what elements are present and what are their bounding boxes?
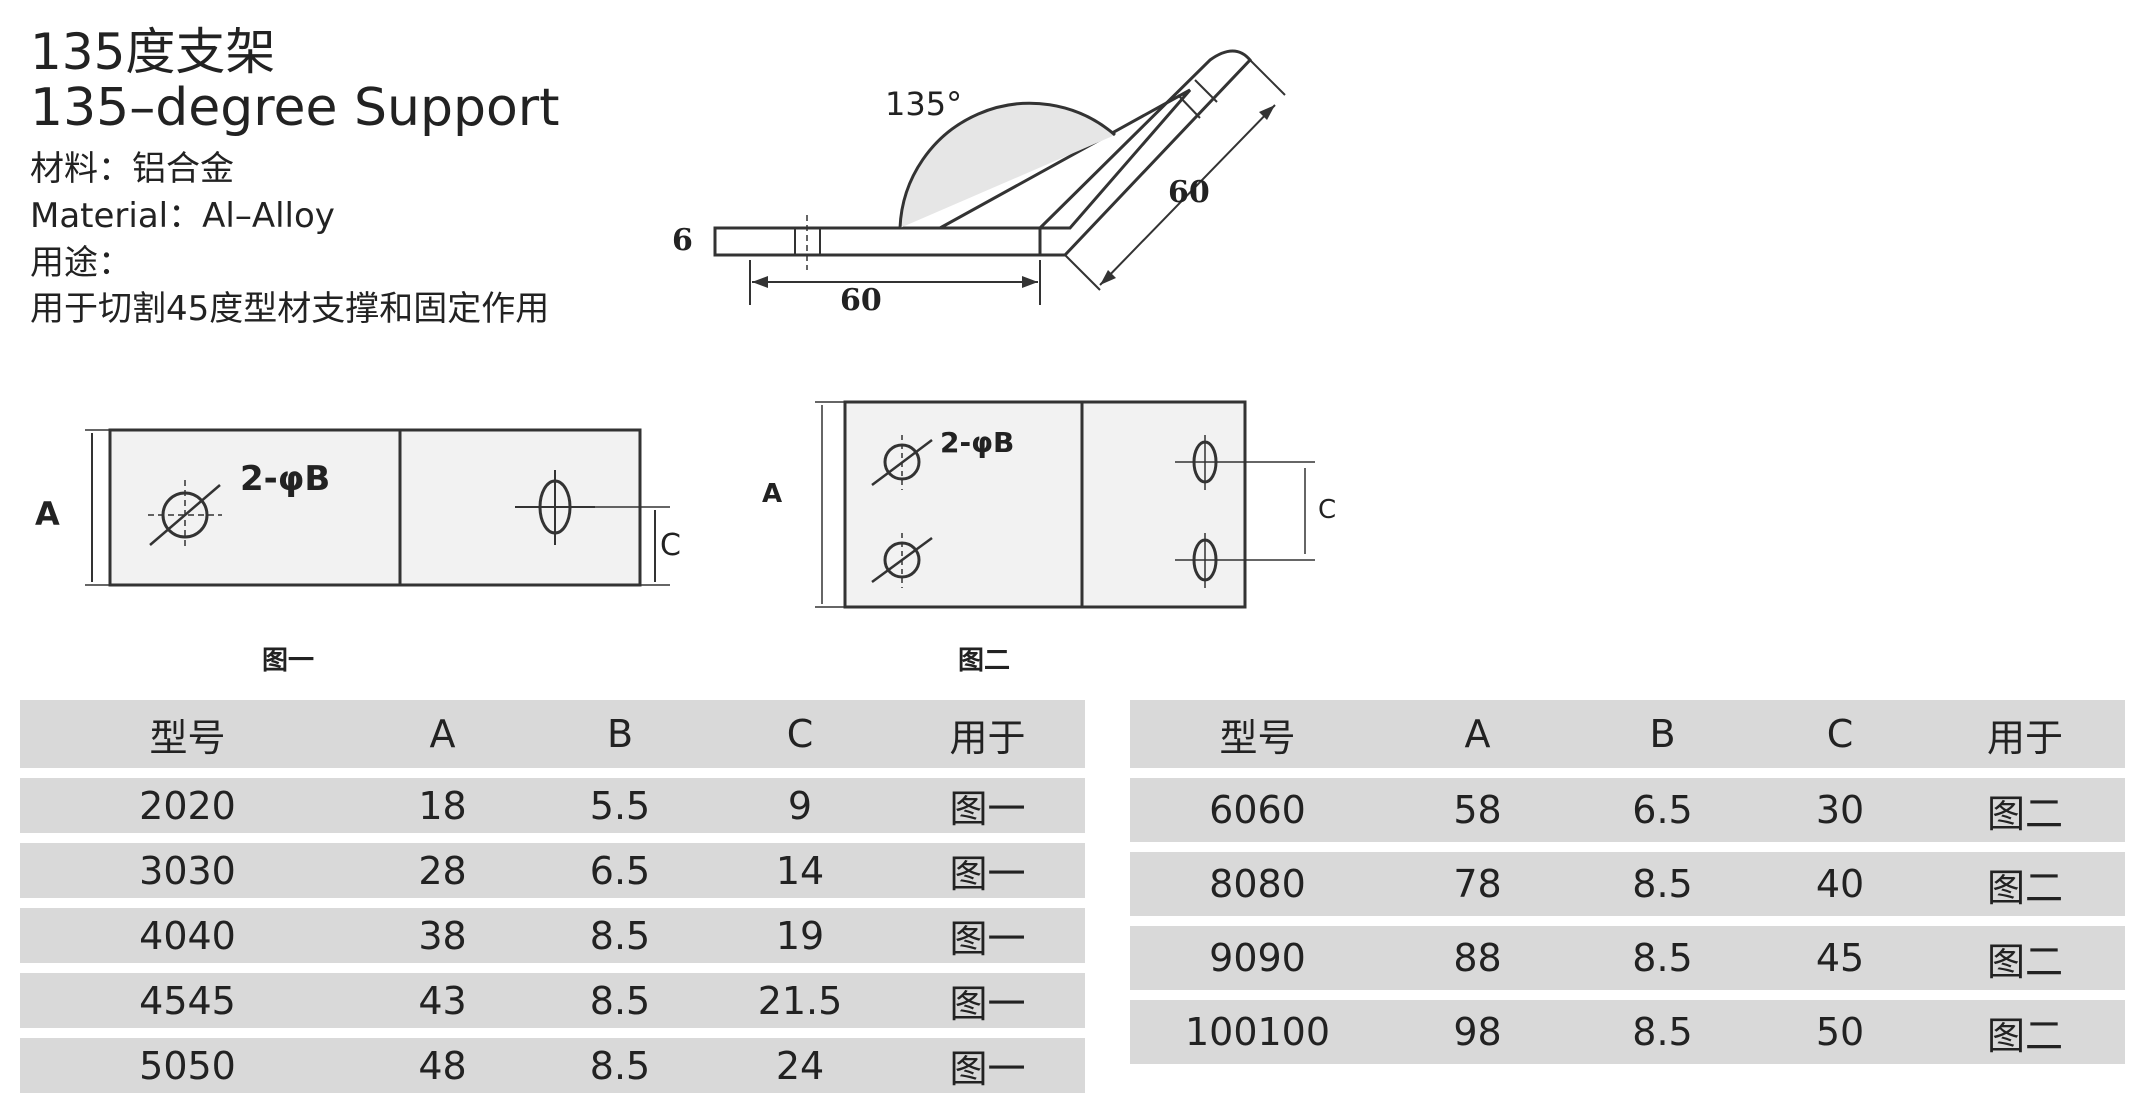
header-usage: 用于 — [1925, 700, 2125, 768]
length-bottom-label: 60 — [840, 283, 882, 318]
cell-b: 6.5 — [1570, 778, 1755, 842]
cell-b: 6.5 — [530, 843, 710, 898]
cell-model: 8080 — [1130, 852, 1385, 916]
cell-a: 98 — [1385, 1000, 1570, 1064]
cell-model: 4545 — [20, 973, 355, 1028]
cell-model: 9090 — [1130, 926, 1385, 990]
header-model: 型号 — [20, 700, 355, 768]
header-b: B — [1570, 700, 1755, 768]
cell-usage: 图一 — [890, 973, 1085, 1028]
cell-c: 21.5 — [710, 973, 890, 1028]
figure2-diagram: A 2-φB C — [760, 390, 1360, 620]
cell-c: 9 — [710, 778, 890, 833]
cell-a: 38 — [355, 908, 530, 963]
spec-table-left: 型号 A B C 用于 2020 18 5.5 9 图一 3030 28 6.5… — [20, 690, 1085, 1103]
cell-a: 58 — [1385, 778, 1570, 842]
table-row: 9090 88 8.5 45 图二 — [1130, 926, 2125, 990]
figure2-caption: 图二 — [958, 646, 1011, 676]
fig2-label-a: A — [762, 479, 782, 509]
title-cn: 135度支架 — [30, 23, 276, 81]
table-row: 100100 98 8.5 50 图二 — [1130, 1000, 2125, 1064]
table-header-row: 型号 A B C 用于 — [20, 700, 1085, 768]
cell-usage: 图二 — [1925, 778, 2125, 842]
side-view-diagram: 135° 6 60 60 — [660, 30, 1320, 320]
cell-b: 8.5 — [1570, 1000, 1755, 1064]
cell-c: 50 — [1755, 1000, 1925, 1064]
fig1-label-hole: 2-φB — [240, 459, 330, 499]
cell-a: 18 — [355, 778, 530, 833]
table-row: 6060 58 6.5 30 图二 — [1130, 778, 2125, 842]
material-cn: 材料：铝合金 — [30, 149, 234, 189]
fig2-label-c: C — [1318, 495, 1336, 525]
header-c: C — [1755, 700, 1925, 768]
cell-usage: 图二 — [1925, 926, 2125, 990]
length-slant-label: 60 — [1168, 175, 1210, 210]
usage-label: 用途： — [30, 243, 132, 283]
cell-b: 8.5 — [530, 1038, 710, 1093]
cell-a: 88 — [1385, 926, 1570, 990]
header-c: C — [710, 700, 890, 768]
header-model: 型号 — [1130, 700, 1385, 768]
cell-model: 2020 — [20, 778, 355, 833]
cell-c: 45 — [1755, 926, 1925, 990]
table-row: 8080 78 8.5 40 图二 — [1130, 852, 2125, 916]
cell-model: 4040 — [20, 908, 355, 963]
header-a: A — [355, 700, 530, 768]
cell-model: 6060 — [1130, 778, 1385, 842]
table-header-row: 型号 A B C 用于 — [1130, 700, 2125, 768]
cell-usage: 图一 — [890, 843, 1085, 898]
material-en: Material：Al–Alloy — [30, 196, 335, 236]
cell-c: 24 — [710, 1038, 890, 1093]
usage-text: 用于切割45度型材支撑和固定作用 — [30, 289, 550, 329]
title-en: 135–degree Support — [30, 78, 560, 138]
cell-c: 30 — [1755, 778, 1925, 842]
cell-c: 19 — [710, 908, 890, 963]
fig1-label-a: A — [35, 495, 60, 533]
cell-model: 3030 — [20, 843, 355, 898]
cell-model: 100100 — [1130, 1000, 1385, 1064]
cell-c: 14 — [710, 843, 890, 898]
cell-c: 40 — [1755, 852, 1925, 916]
thickness-label: 6 — [672, 223, 693, 258]
fig1-label-c: C — [660, 528, 681, 563]
header-b: B — [530, 700, 710, 768]
table-row: 4040 38 8.5 19 图一 — [20, 908, 1085, 963]
cell-usage: 图二 — [1925, 1000, 2125, 1064]
cell-b: 8.5 — [1570, 852, 1755, 916]
cell-a: 28 — [355, 843, 530, 898]
cell-usage: 图二 — [1925, 852, 2125, 916]
cell-usage: 图一 — [890, 908, 1085, 963]
fig2-label-hole: 2-φB — [940, 426, 1014, 459]
cell-a: 78 — [1385, 852, 1570, 916]
cell-model: 5050 — [20, 1038, 355, 1093]
table-row: 2020 18 5.5 9 图一 — [20, 778, 1085, 833]
figure1-caption: 图一 — [262, 646, 315, 676]
cell-b: 8.5 — [530, 908, 710, 963]
table-row: 5050 48 8.5 24 图一 — [20, 1038, 1085, 1093]
cell-usage: 图一 — [890, 778, 1085, 833]
figure1-diagram: A 2-φB C — [30, 415, 710, 595]
header-a: A — [1385, 700, 1570, 768]
angle-label: 135° — [885, 85, 962, 123]
cell-b: 8.5 — [1570, 926, 1755, 990]
cell-a: 43 — [355, 973, 530, 1028]
cell-b: 5.5 — [530, 778, 710, 833]
cell-b: 8.5 — [530, 973, 710, 1028]
table-row: 4545 43 8.5 21.5 图一 — [20, 973, 1085, 1028]
cell-usage: 图一 — [890, 1038, 1085, 1093]
header-usage: 用于 — [890, 700, 1085, 768]
table-row: 3030 28 6.5 14 图一 — [20, 843, 1085, 898]
cell-a: 48 — [355, 1038, 530, 1093]
spec-table-right: 型号 A B C 用于 6060 58 6.5 30 图二 8080 78 8.… — [1130, 690, 2125, 1074]
